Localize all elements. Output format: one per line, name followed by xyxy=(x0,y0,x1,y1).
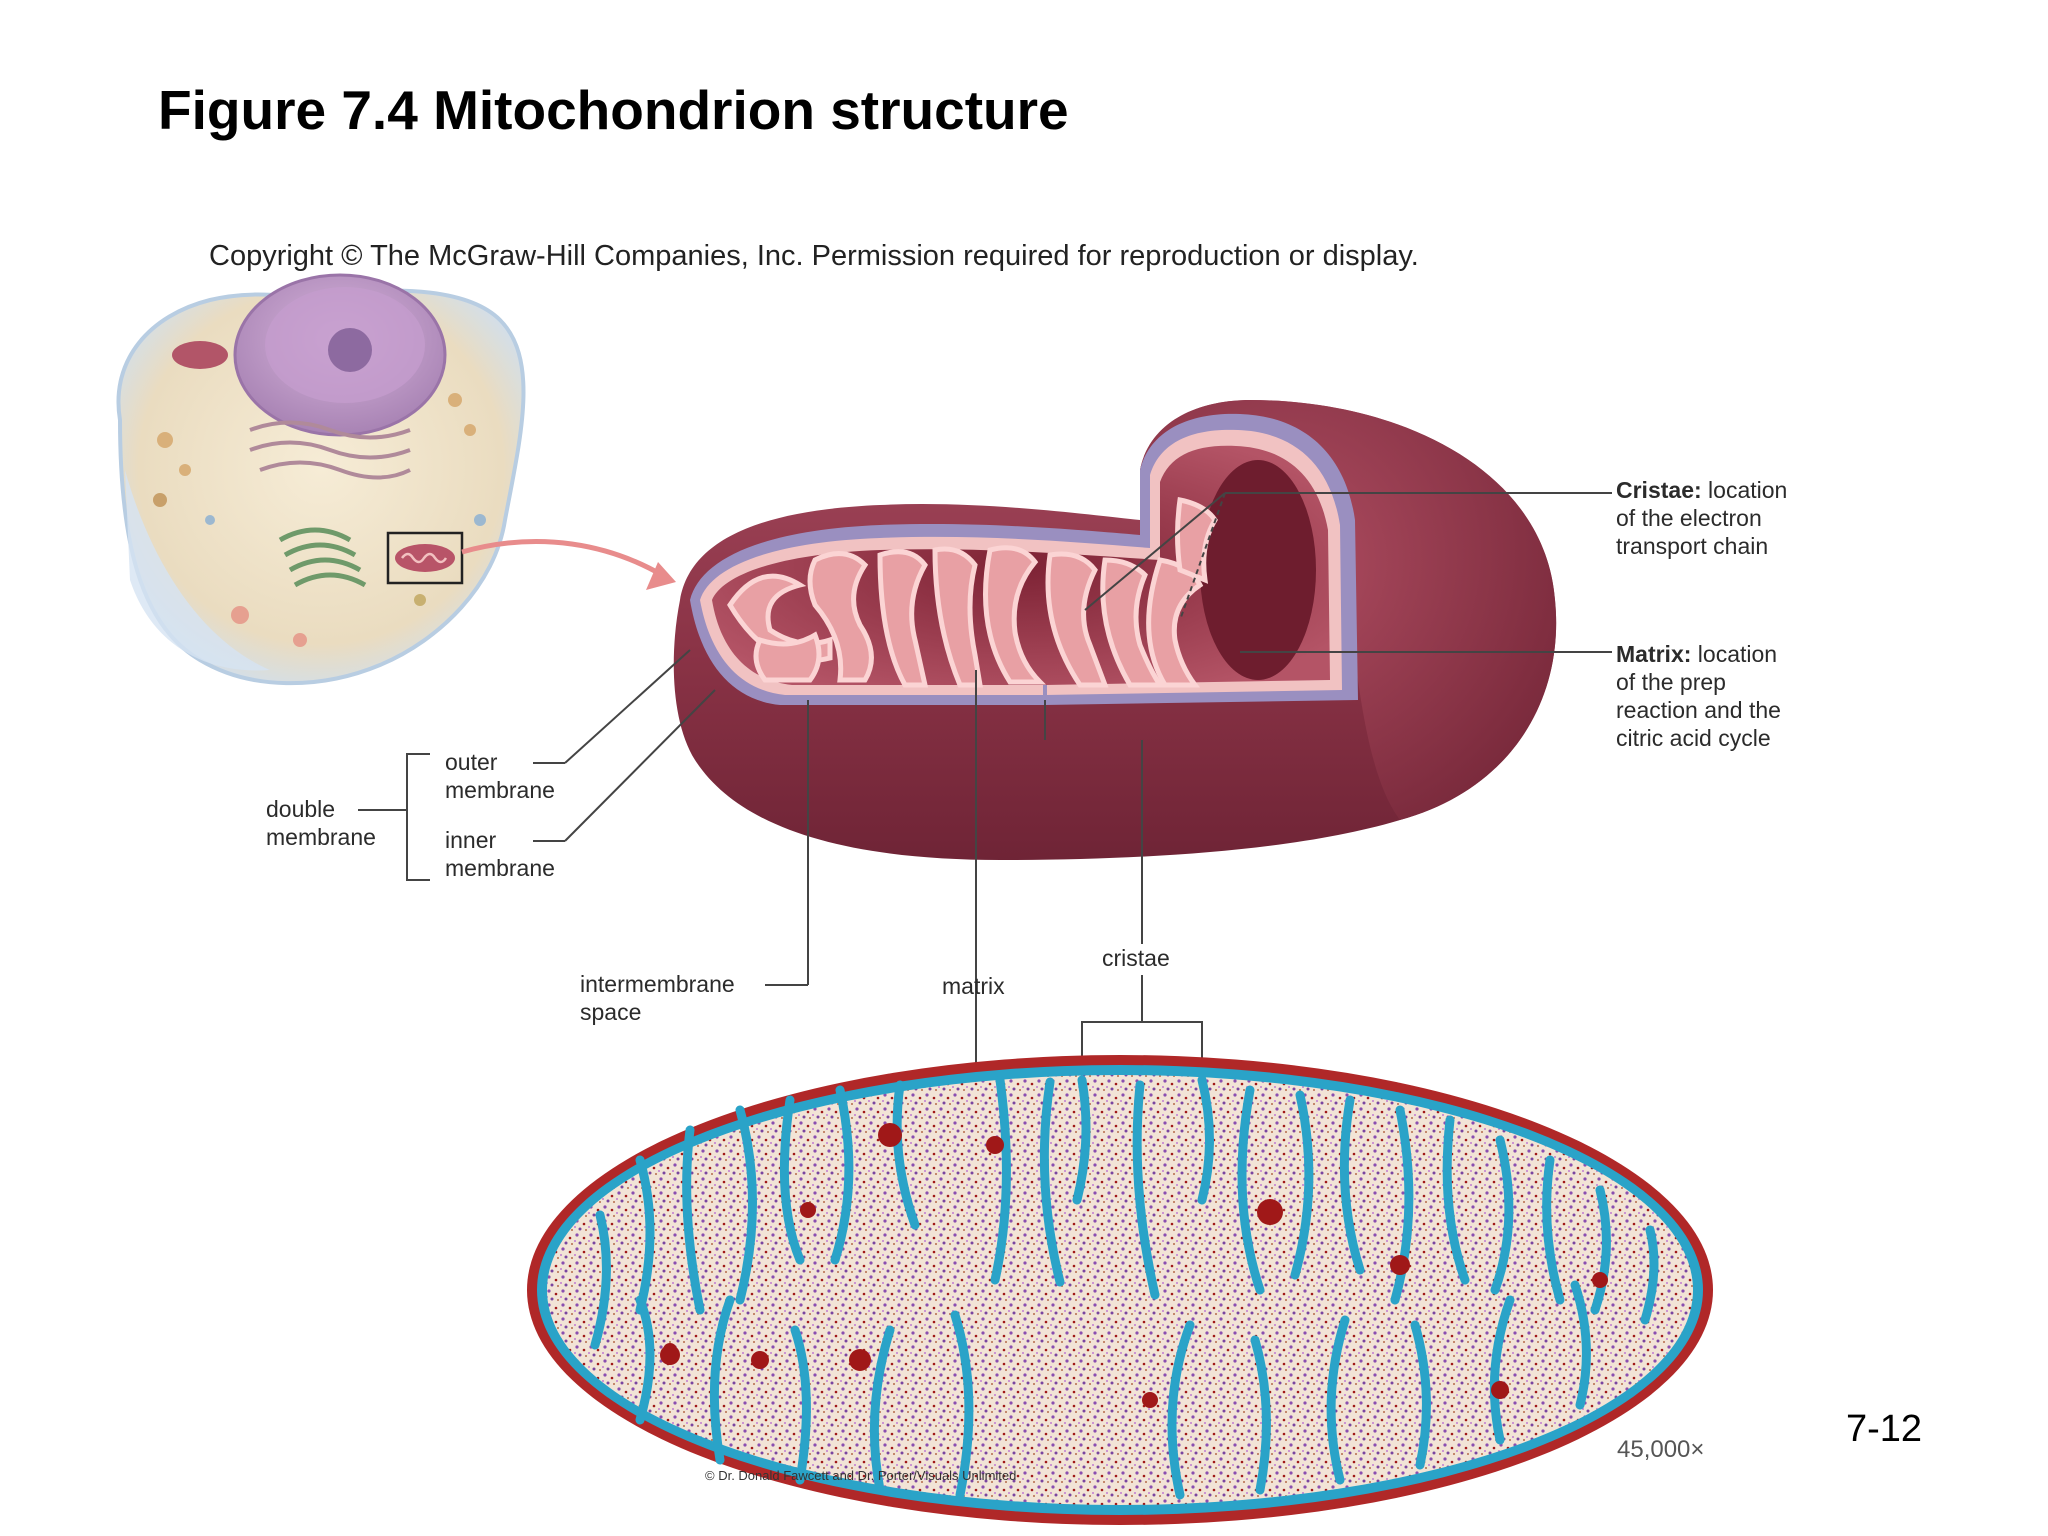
matrix-callout-term: Matrix: xyxy=(1616,641,1692,667)
cristae-folds xyxy=(727,497,1218,688)
mitochondrion-3d xyxy=(673,400,1557,860)
micrograph-granules xyxy=(660,1123,1608,1408)
slide-title: Figure 7.4 Mitochondrion structure xyxy=(158,79,1069,141)
double-membrane-label: double membrane xyxy=(266,795,376,851)
rough-er xyxy=(249,420,411,440)
double-membrane-text-2: membrane xyxy=(266,824,376,850)
matrix-callout-label: Matrix: location of the prep reaction an… xyxy=(1616,640,1781,752)
cristae-callout-label: Cristae: location of the electron transp… xyxy=(1616,476,1787,560)
cell-mitochondrion-small xyxy=(172,341,228,369)
intermembrane-space-label: intermembrane space xyxy=(580,970,735,1026)
cristae-callout-text-3: transport chain xyxy=(1616,533,1769,559)
zoom-arrowhead xyxy=(646,562,676,590)
golgi-apparatus xyxy=(278,527,367,588)
outer-membrane-text-2: membrane xyxy=(445,777,555,803)
outer-membrane-text-1: outer xyxy=(445,749,498,775)
double-membrane-text-1: double xyxy=(266,796,336,822)
slide-number: 7-12 xyxy=(1846,1408,1923,1450)
inner-membrane-label: inner membrane xyxy=(445,826,555,882)
double-membrane-bracket xyxy=(406,753,430,881)
cristae-label: cristae xyxy=(1102,945,1170,971)
cristae-callout-term: Cristae: xyxy=(1616,477,1702,503)
cell-lower-cytoplasm xyxy=(125,470,270,671)
matrix-callout-text-1: location xyxy=(1697,641,1778,667)
animal-cell-illustration xyxy=(116,273,526,686)
copyright-notice: Copyright © The McGraw-Hill Companies, I… xyxy=(209,240,1419,272)
matrix-label: matrix xyxy=(942,973,1005,999)
cristae-callout-text-2: of the electron xyxy=(1616,505,1762,531)
magnification-label: 45,000× xyxy=(1617,1436,1705,1463)
matrix-chamber xyxy=(1200,460,1316,680)
matrix-callout-text-4: citric acid cycle xyxy=(1616,725,1771,751)
intermembrane-text-2: space xyxy=(580,999,642,1025)
highlight-box xyxy=(386,531,464,585)
cristae-bracket xyxy=(1081,1021,1203,1080)
electron-micrograph xyxy=(527,1055,1713,1525)
nucleolus xyxy=(328,328,372,372)
inner-membrane-text-2: membrane xyxy=(445,855,555,881)
intermembrane-text-1: intermembrane xyxy=(580,971,735,997)
outer-membrane-label: outer membrane xyxy=(445,748,555,804)
matrix-callout-text-3: reaction and the xyxy=(1616,697,1781,723)
cristae-callout-text-1: location xyxy=(1708,477,1788,503)
matrix-callout-text-2: of the prep xyxy=(1616,669,1726,695)
inner-membrane-text-1: inner xyxy=(445,827,497,853)
zoom-arrow xyxy=(461,539,664,578)
micrograph-cristae xyxy=(590,1075,1659,1500)
photo-credit: © Dr. Donald Fawcett and Dr. Porter/Visu… xyxy=(705,1468,1017,1483)
